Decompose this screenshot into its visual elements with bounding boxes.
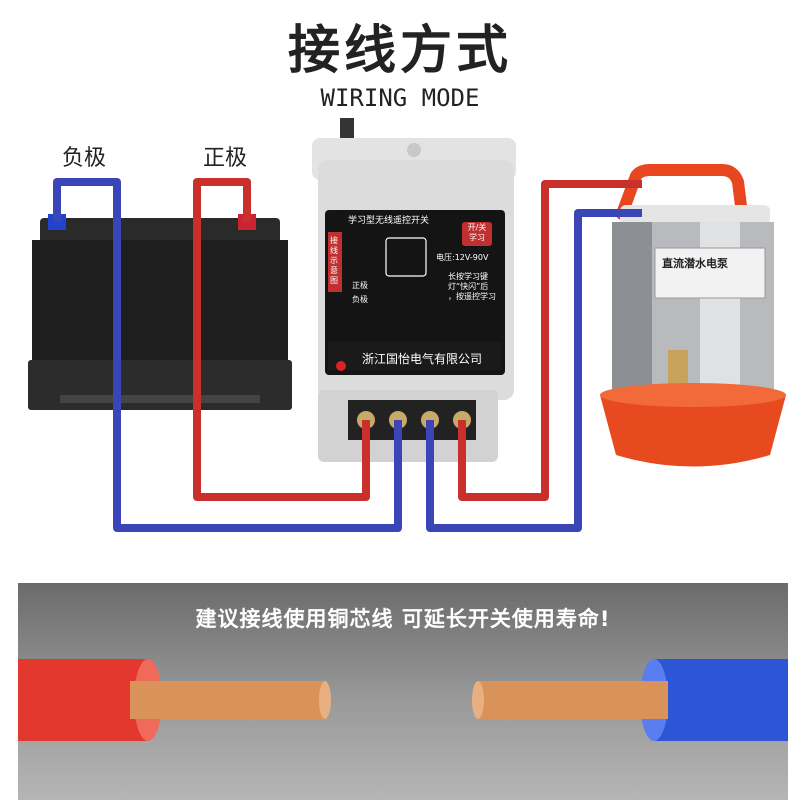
copper-wire-tip: 建议接线使用铜芯线 可延长开关使用寿命! [195, 607, 611, 631]
wires [53, 178, 642, 532]
copper-wire-illustration [18, 659, 788, 741]
controller-pos-label: 正极 [352, 281, 368, 290]
wiring-diagram [28, 118, 786, 532]
blue-wire [472, 659, 788, 741]
controller-neg-label: 负极 [352, 295, 368, 304]
wire-recommendation-panel: 建议接线使用铜芯线 可延长开关使用寿命! [18, 583, 788, 800]
battery [28, 214, 292, 410]
pump-label: 直流潜水电泵 [662, 257, 728, 270]
negative-wire-battery [53, 178, 402, 532]
positive-wire-pump [458, 180, 642, 501]
negative-wire-pump [426, 209, 642, 532]
positive-wire-battery [193, 178, 370, 501]
negative-terminal-label: 负极 [62, 146, 107, 171]
pump [600, 164, 786, 467]
voltage-label: 电压:12V-90V [436, 253, 489, 262]
learn-instruction: 长按学习键 灯“快闪”后 ，按遥控学习 [448, 272, 496, 301]
company-name: 浙江国怡电气有限公司 [362, 352, 483, 366]
learn-badge: 开/关 学习 [467, 223, 487, 242]
page-title: 接线方式 [287, 21, 512, 81]
page-subtitle: WIRING MODE [320, 84, 480, 112]
positive-terminal-label: 正极 [203, 146, 248, 171]
controller-panel [325, 210, 505, 375]
side-label: 接线示意图 [330, 236, 338, 285]
red-wire [18, 659, 331, 741]
controller-name: 学习型无线遥控开关 [348, 216, 430, 226]
